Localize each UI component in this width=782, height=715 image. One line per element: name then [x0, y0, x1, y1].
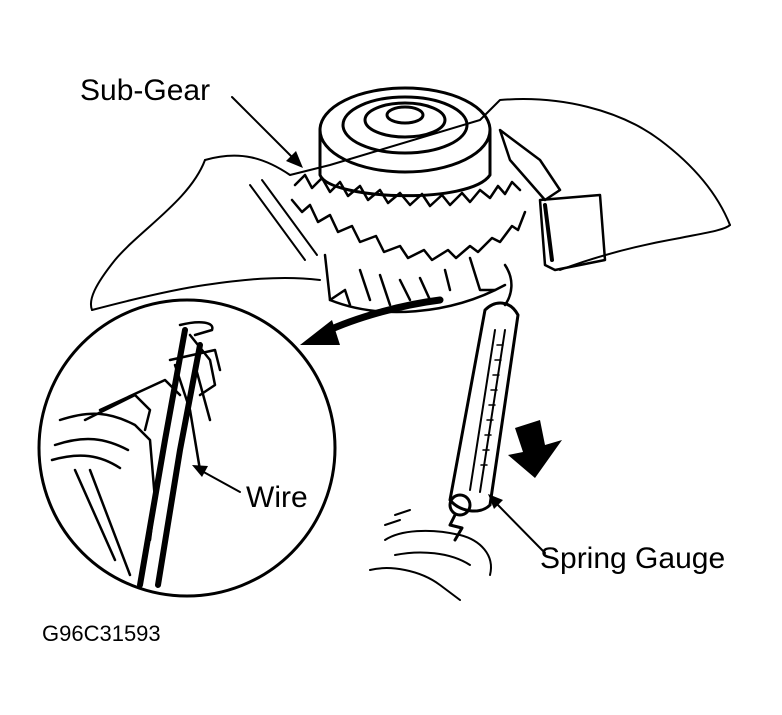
figure-code: G96C31593 [42, 621, 161, 646]
wire-label: Wire [246, 481, 308, 514]
sub-gear-label: Sub-Gear [80, 74, 210, 107]
engine-housing [90, 98, 731, 311]
hand [369, 509, 492, 601]
spring-gauge-leader-arrowhead [488, 494, 503, 509]
spring-gauge [448, 263, 520, 542]
inset-pointer-arrow [300, 296, 444, 345]
leader-lines [199, 96, 546, 554]
inset-detail-circle [37, 298, 337, 598]
support-bracket [498, 128, 607, 272]
pull-direction-arrow [508, 420, 562, 478]
wire-leader-arrowhead [192, 465, 208, 477]
spring-gauge-label: Spring Gauge [540, 542, 725, 575]
sub-gear-leader-arrowhead [286, 151, 303, 168]
sub-gear [290, 173, 527, 314]
